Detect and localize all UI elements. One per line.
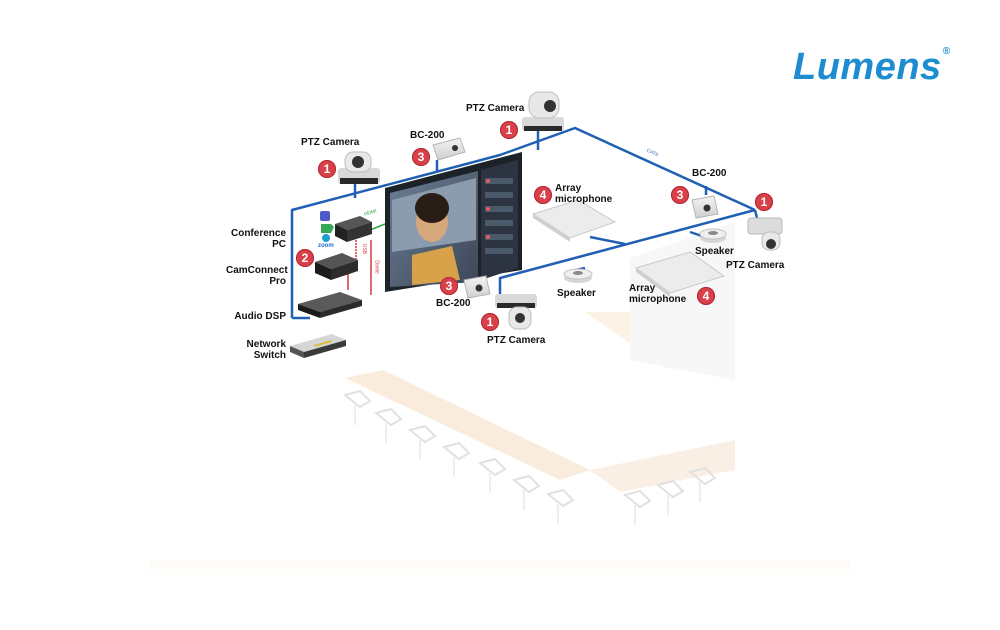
ptz-camera-right-badge: 1 (755, 193, 773, 211)
ptz-camera-center-badge: 1 (481, 313, 499, 331)
teams-icon (320, 211, 330, 221)
array-mic-front-label-line1: Array (629, 283, 656, 294)
bc200-center-label: BC-200 (436, 298, 471, 309)
network-switch-label-line1: Network (246, 339, 286, 350)
speaker-center-device (563, 268, 593, 283)
dante-cable-label: Dante (373, 260, 380, 274)
bc200-left-badge: 3 (412, 148, 430, 166)
network-switch-label: Network Switch (226, 339, 286, 361)
bc200-right-label: BC-200 (692, 168, 727, 179)
array-mic-back-label: Array microphone (555, 183, 612, 205)
ptz-camera-top-device (522, 91, 564, 131)
speaker-center-label: Speaker (557, 288, 596, 299)
ptz-camera-top-label: PTZ Camera (466, 103, 525, 114)
array-mic-front-label-line2: microphone (629, 294, 687, 305)
bc200-left-device (432, 137, 466, 161)
array-mic-back-device (531, 199, 617, 242)
array-mic-back-label-line1: Array (555, 183, 582, 194)
camconnect-pro-device (315, 253, 358, 280)
audio-dsp-device (298, 292, 362, 318)
camconnect-pro-label-line1: CamConnect (226, 265, 288, 276)
array-mic-back-label-line2: microphone (555, 194, 613, 205)
ptz-camera-center-device (495, 294, 537, 330)
array-mic-front-device (634, 251, 726, 297)
audio-dsp-label: Audio DSP (234, 311, 286, 322)
bc200-center-device (463, 275, 491, 299)
usb-cable-label: USB (361, 243, 368, 255)
network-switch-label-line2: Switch (253, 350, 286, 361)
brand-name: Lumens (793, 46, 942, 88)
bc200-right-badge: 3 (671, 186, 689, 204)
bc200-right-device (691, 195, 719, 219)
ptz-camera-left-label: PTZ Camera (301, 137, 360, 148)
bc200-center-badge: 3 (440, 277, 458, 295)
conference-pc-device (335, 216, 372, 242)
meeting-apps-icons (320, 211, 334, 242)
zoom-app-label: zoom (318, 243, 334, 249)
bc200-left-label: BC-200 (410, 130, 445, 141)
camconnect-pro-badge: 2 (296, 249, 314, 267)
conference-pc-label-line2: PC (272, 239, 286, 250)
speaker-right-device (699, 228, 727, 243)
speaker-right-label: Speaker (695, 246, 734, 257)
conference-pc-label: Conference PC (226, 228, 286, 250)
ptz-camera-top-badge: 1 (500, 121, 518, 139)
ptz-camera-left-device (338, 151, 380, 184)
conference-display (385, 152, 522, 292)
registered-mark: ® (942, 46, 951, 57)
camconnect-pro-label-line2: Pro (269, 276, 286, 287)
conference-pc-label-line1: Conference (230, 228, 286, 239)
ptz-camera-right-label: PTZ Camera (726, 260, 785, 271)
webex-icon (322, 234, 330, 242)
google-meet-icon (321, 224, 334, 233)
ptz-camera-right-device (747, 217, 783, 251)
network-switch-device (290, 334, 346, 358)
ptz-camera-left-badge: 1 (318, 160, 336, 178)
array-mic-back-badge: 4 (534, 186, 552, 204)
lumens-logo: Lumens® (793, 46, 951, 89)
array-mic-front-badge: 4 (697, 287, 715, 305)
ptz-camera-center-label: PTZ Camera (487, 335, 546, 346)
array-mic-front-label: Array microphone (629, 283, 686, 305)
camconnect-pro-label: CamConnect Pro (226, 265, 288, 287)
